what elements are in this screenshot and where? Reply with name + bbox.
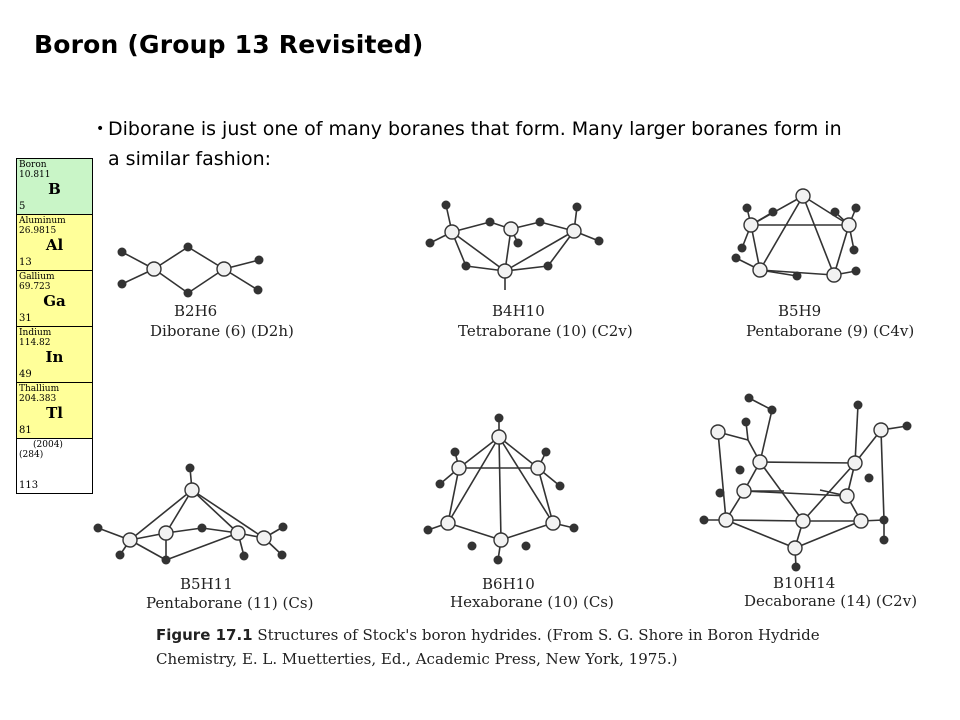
element-number: 113 (19, 480, 39, 491)
name-pentaborane-11: Pentaborane (11) (Cs) (146, 594, 314, 612)
formula-b10h14: B10H14 (773, 574, 836, 592)
diborane-structure (117, 242, 264, 298)
element-cell-boron: Boron 10.811 B 5 (17, 158, 92, 214)
pentaborane-9-structure (731, 188, 861, 283)
name-diborane: Diborane (6) (D2h) (150, 322, 294, 340)
pentaborane-11-structure (93, 463, 288, 565)
element-name: Gallium (19, 272, 55, 282)
element-cell-aluminum: Aluminum 26.9815 Al 13 (17, 214, 92, 270)
element-weight: 69.723 (19, 282, 51, 292)
element-symbol: Al (45, 236, 64, 254)
tetraborane-structure (425, 200, 604, 290)
element-weight: 26.9815 (19, 226, 57, 236)
element-cell-113: (2004) (284) 113 (17, 438, 92, 494)
formula-b6h10: B6H10 (482, 575, 535, 593)
figure-caption-line-1: Figure 17.1 Structures of Stock's boron … (156, 626, 820, 644)
element-cell-thallium: Thallium 204.383 Tl 81 (17, 382, 92, 438)
figure-caption-line-2: Chemistry, E. L. Muetterties, Ed., Acade… (156, 650, 678, 668)
element-symbol: Tl (46, 404, 63, 422)
element-number: 5 (19, 201, 26, 212)
name-pentaborane-9: Pentaborane (9) (C4v) (746, 322, 915, 340)
name-hexaborane: Hexaborane (10) (Cs) (450, 593, 614, 611)
figure-label: Figure 17.1 (156, 626, 253, 644)
element-symbol: B (48, 180, 61, 198)
element-symbol: In (45, 348, 64, 366)
name-tetraborane: Tetraborane (10) (C2v) (458, 322, 633, 340)
formula-b4h10: B4H10 (492, 302, 545, 320)
element-symbol: Ga (43, 292, 66, 310)
element-name: Boron (19, 160, 47, 170)
element-weight: (284) (19, 450, 44, 460)
slide-title: Boron (Group 13 Revisited) (34, 30, 424, 59)
element-weight: 114.82 (19, 338, 51, 348)
element-cell-indium: Indium 114.82 In 49 (17, 326, 92, 382)
element-weight: 204.383 (19, 394, 57, 404)
decaborane-structure (699, 393, 912, 572)
element-name: Thallium (19, 384, 60, 394)
element-number: 81 (19, 425, 32, 436)
element-cell-gallium: Gallium 69.723 Ga 31 (17, 270, 92, 326)
periodic-table-group-13: Boron 10.811 B 5 Aluminum 26.9815 Al 13 … (16, 158, 93, 494)
formula-b2h6: B2H6 (174, 302, 218, 320)
figure-caption-text-1: Structures of Stock's boron hydrides. (F… (257, 626, 820, 644)
name-decaborane: Decaborane (14) (C2v) (744, 592, 918, 610)
element-weight: 10.811 (19, 170, 51, 180)
element-number: 13 (19, 257, 32, 268)
bullet-dot: • (96, 121, 105, 137)
formula-b5h9: B5H9 (778, 302, 822, 320)
element-number: 49 (19, 369, 32, 380)
bullet-point: • Diborane is just one of many boranes t… (96, 114, 858, 174)
hexaborane-structure (423, 413, 579, 565)
bullet-text: Diborane is just one of many boranes tha… (108, 118, 842, 170)
element-year: (2004) (33, 440, 63, 450)
formula-b5h11: B5H11 (180, 575, 233, 593)
element-name: Indium (19, 328, 52, 338)
element-number: 31 (19, 313, 32, 324)
element-name: Aluminum (19, 216, 66, 226)
